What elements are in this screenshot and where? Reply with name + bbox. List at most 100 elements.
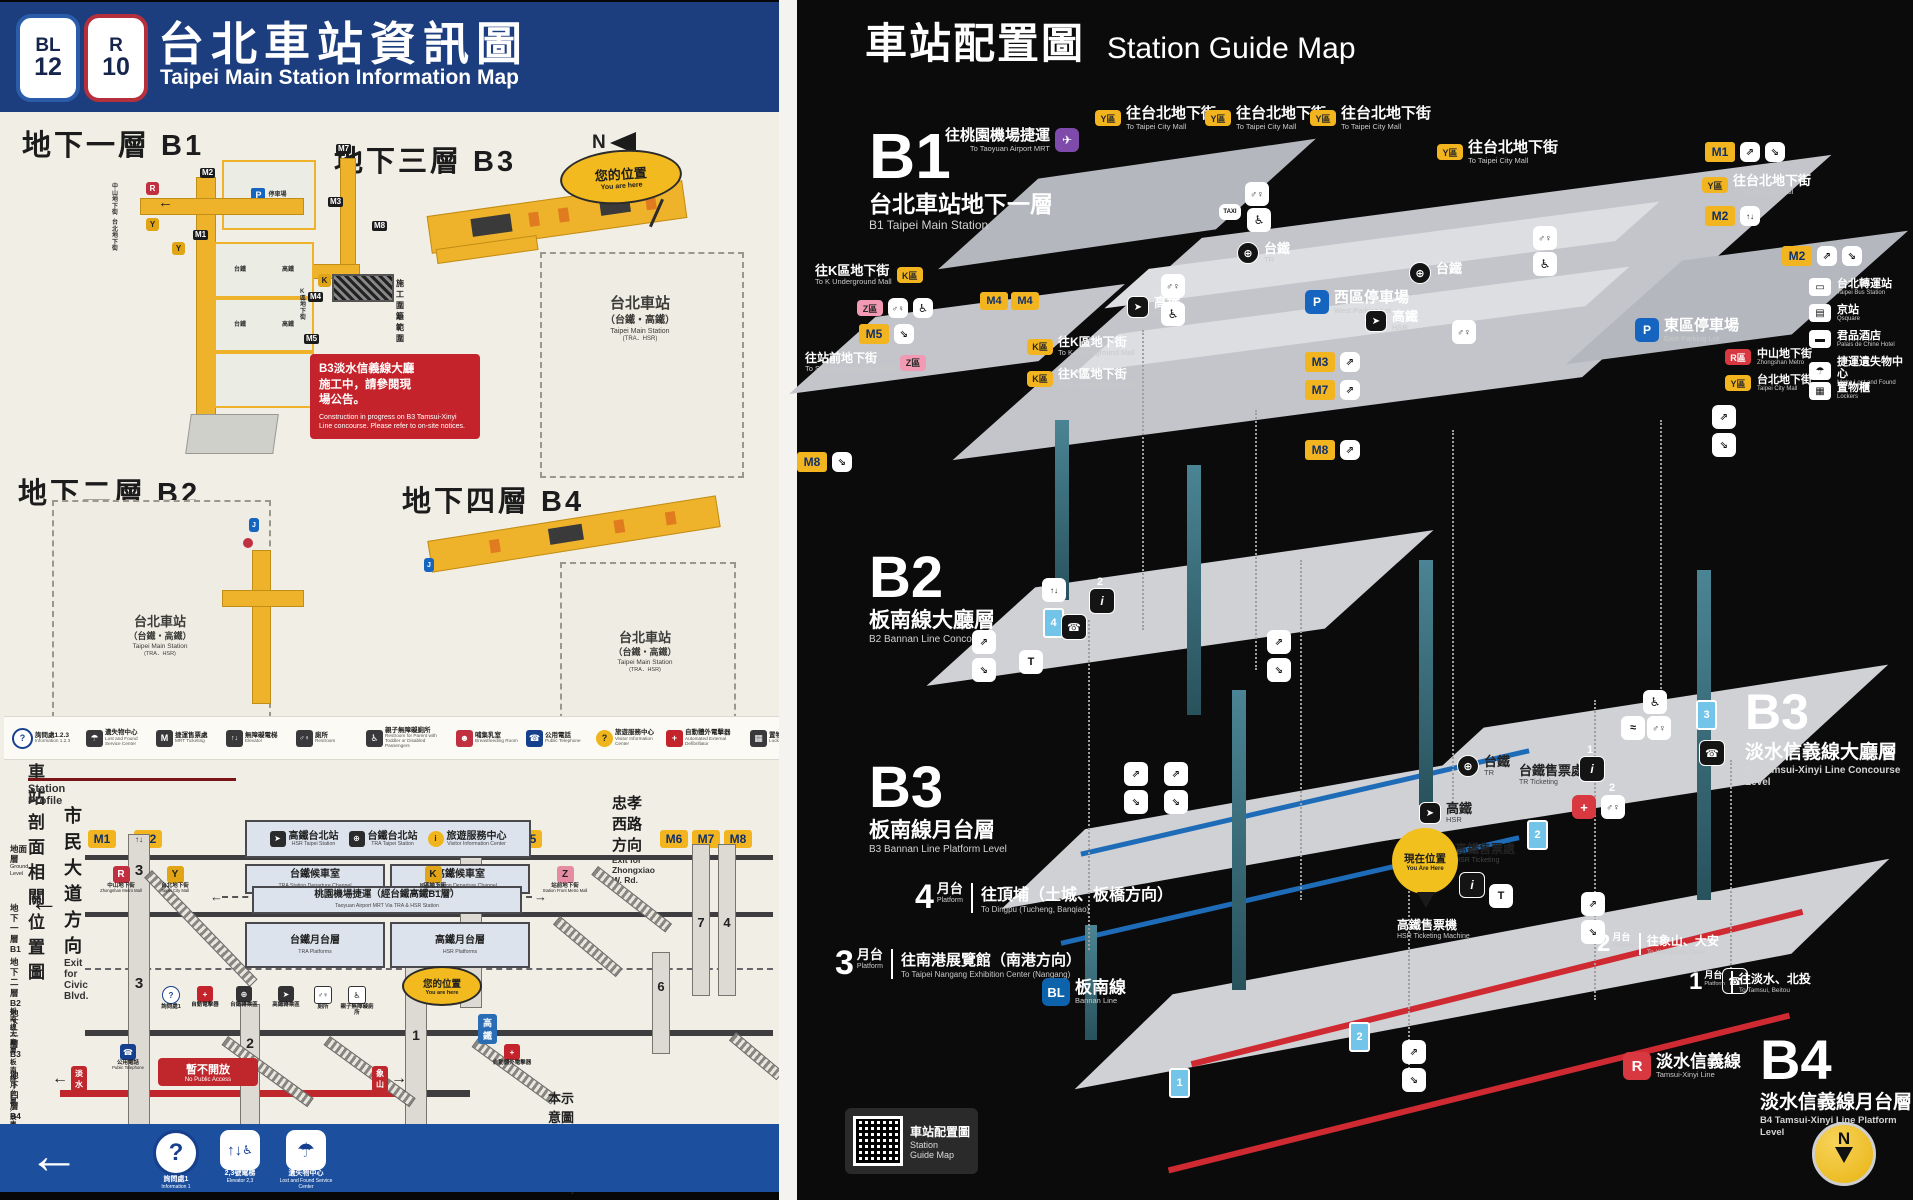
family-restroom-icon: ♂♀ [1601,795,1625,819]
y-zone-badge: Y區 [1725,375,1751,392]
footer-zh: 遺失物中心 [288,1170,324,1177]
you-are-here-en: You are here [600,181,643,192]
station-en2: (TRA．HSR) [629,667,661,674]
level-label-b4: B4 淡水信義線月台層 B4 Tamsui-Xinyi Line Platfor… [1760,1031,1913,1138]
hsr-label: 高鐵 [281,321,294,328]
water-icon: ≈ [1621,716,1645,740]
shaft-column [1187,465,1201,715]
r-line-badge: R [112,866,130,883]
b4-red-track [60,1090,418,1097]
hsr-icon: ➤ [278,986,294,1002]
station-zh: 台北車站 [609,295,670,312]
dotted-connector [1594,700,1596,1000]
info-icon: i [1459,872,1485,898]
lvl-en: Ground Level [10,864,29,877]
hsr-icon: ➤ [269,830,286,847]
info-zh: 君品酒店 [1837,330,1881,342]
y-zone-badge: Y區 [1095,110,1121,127]
escalator-icon: ⇗ [1164,762,1188,786]
shaft-column [1055,420,1069,600]
hsr-blue-chip: 高鐵 [478,1014,498,1044]
profile-exit-m8: M8 [724,830,752,848]
kmall-label: K區地下街 [300,289,307,322]
lost-and-found-icon: ☂ [86,729,103,747]
r-icon: R [1623,1052,1651,1080]
sign-en: To Taipei City Mall [1341,121,1402,131]
profile-exit-m6: M6 [660,830,688,848]
shaft-number: 7 [697,915,705,930]
sign-en: To K Underground Mall [1058,348,1135,358]
lvl-zh: 淡水信義線大廳層 [1745,742,1898,763]
sign-en: TR Ticketing [1519,779,1558,786]
sign-exit-m3: M3 ⇗ [1305,352,1360,372]
platform-1-label: 1 月台 Platform 往淡水、北投 To Tamsui, Beitou [1689,968,1811,996]
legend-zh: 旅遊服務中心 [615,729,654,737]
sign-en: TR [1436,275,1446,285]
b2-station-outline [52,500,271,718]
sign-hsr-ticketing: 高鐵售票處 HSR Ticketing [1455,840,1515,864]
hsr-icon: ➤ [1127,296,1149,319]
y-zone-badge: Y區 [1310,110,1336,127]
notice-line: 場公告。 [319,394,365,407]
info-zh: 置物櫃 [1837,382,1870,394]
profile-title-en: Station Profile [28,783,66,807]
legend-en: Automated External Defibrillator [685,735,727,746]
exit-tag-m5: M5 [304,334,320,344]
sign-zh: 台鐵售票處 [1519,763,1585,778]
information-icon: ? [162,986,180,1004]
y-line-badge: Y [146,218,159,231]
info1-chip-group: ? 詢問處1 [156,986,186,1010]
line-zh: 淡水信義線 [1656,1051,1741,1071]
footer-en: Lost and Found Service Center [279,1178,333,1191]
legend-zh: 公用電話 [545,731,571,739]
sign-zh: 台鐵 [1484,754,1511,769]
b3-block [470,213,513,237]
legend-en: Lockers [769,738,786,744]
elevator-icon: ↑↓ [1740,206,1760,226]
lvl-code: B3 [1745,684,1809,740]
hsr-station-en: HSR Taipei Station [291,840,336,847]
stairs-icon: ⇘ [1712,433,1736,457]
shaft-6: 6 [652,952,670,1054]
b4-tick [488,538,501,554]
level-ground: 地面層 Ground Level [10,844,28,878]
escalator-icon: ⇗ [1740,142,1760,162]
information-icon: ? [12,727,33,749]
left-arrow-icon: ← [30,886,58,917]
legend-en: Lost and Found Service Center [105,735,138,746]
platform-zh: 月台 [1612,932,1631,942]
construction-notice: B3淡水信義線大廳 施工中，請參閱現 場公告。 Construction in … [310,354,480,440]
information-map-poster: BL 12 R 10 台北車站資訊圖 Taipei Main Station I… [0,2,843,1194]
aed2-chip-group: + 自動體外電擊器 [490,1044,534,1066]
platform-en: Platform [1612,943,1633,949]
b3-station-outline [540,252,744,478]
poster-header: BL 12 R 10 台北車站資訊圖 Taipei Main Station I… [0,2,779,112]
b4-tick [664,510,677,526]
atm-icon: T [1489,884,1513,908]
north-label: N [1837,1129,1851,1148]
legend-en: Restroom for Parent with Toddler or Disa… [385,733,437,749]
line-badge-r10: R 10 [84,14,148,102]
section-label-b4: 地下四層 B4 [402,486,585,518]
station-en: Taipei Main Station [617,658,673,666]
sign-z-zone: Z區 ♂♀ ♿ [857,298,933,318]
elevator-icon: ↑↓ [226,729,243,747]
footer-zh: 詢問處1 [163,1176,189,1183]
sign-zh: 往K區地下街 [1058,367,1127,381]
escalator-icon: ⇗ [1817,246,1837,266]
stairs-icon: ⇘ [832,452,852,472]
elevator-icon: ↑↓ [135,835,143,844]
escalator-icon: ⇗ [1581,892,1605,916]
m5-badge: M5 [859,324,889,344]
parking-label: 停車場 [268,191,287,198]
sign-en: TR [1484,768,1494,778]
no-access-en: No Public Access [184,1077,232,1083]
profile-you-are-here: 您的位置 You are here [402,966,482,1006]
sign-en: HSR [1446,815,1462,825]
dotted-connector [1142,330,1144,630]
